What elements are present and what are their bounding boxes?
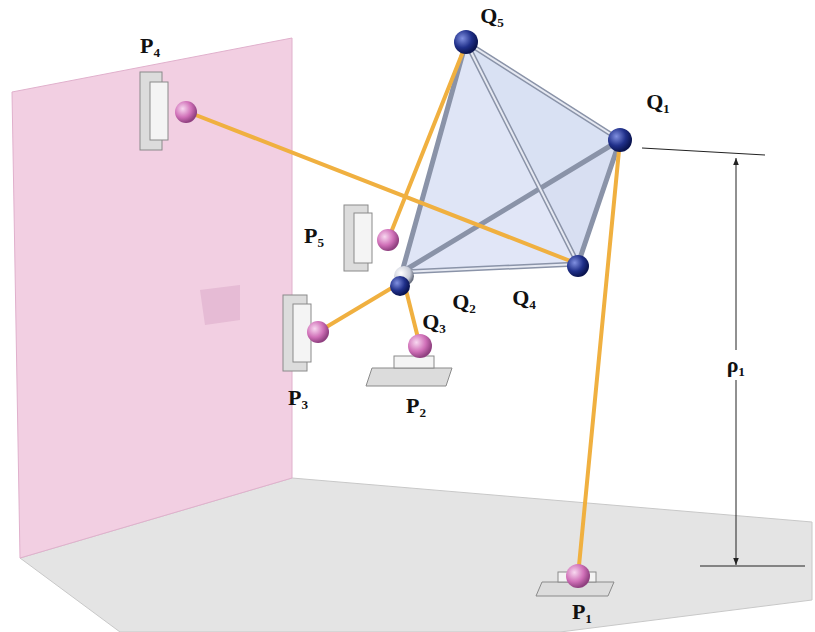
point-label: P₂ [406, 395, 426, 417]
legs [188, 44, 620, 576]
point-label: P₃ [288, 387, 308, 409]
dimension-line [642, 148, 805, 566]
wall [12, 38, 292, 558]
point-label: P₅ [304, 225, 324, 247]
point-label: Q₃ [422, 311, 446, 333]
point-label: Q₅ [480, 5, 504, 27]
point-label: P₄ [140, 35, 160, 57]
point-label: P₁ [572, 601, 592, 623]
joints [175, 30, 632, 588]
base-mounts [140, 72, 614, 596]
point-label: Q₁ [646, 91, 670, 113]
point-label: Q₂ [452, 291, 476, 313]
dimension-label: ρ₁ [727, 354, 745, 376]
point-label: Q₄ [512, 287, 536, 309]
